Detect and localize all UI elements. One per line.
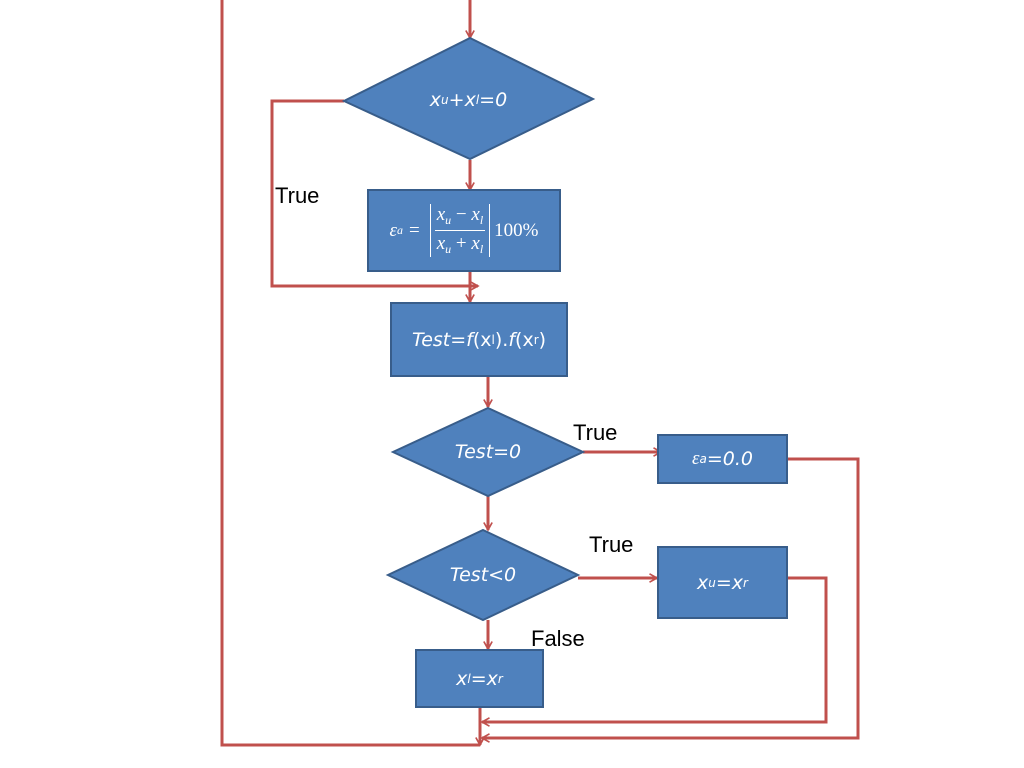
arrow-xu-return (482, 576, 828, 722)
label-true-d1: True (275, 183, 320, 208)
arrow-d1-true-bypass (270, 99, 478, 286)
arrow-ea-return (482, 457, 860, 738)
decision-xu-plus-xl (341, 36, 596, 161)
loop-back-line (220, 0, 480, 747)
process-ea-zero (657, 434, 788, 484)
label-true-d3: True (589, 532, 634, 557)
ea-numerator: xu − xl (434, 204, 486, 231)
process-xl-xr (415, 649, 544, 708)
decision-test-zero-text: Test=0 (454, 441, 522, 463)
process-test (390, 302, 568, 377)
label-true-d2: True (573, 420, 618, 445)
ea-denominator: xu + xl (436, 233, 484, 256)
decision-test-less-zero (385, 528, 581, 622)
label-false-d3: False (531, 626, 585, 651)
decision-test-zero (390, 406, 586, 498)
process-xu-xr (657, 546, 788, 619)
ea-fraction: xu − xl xu + xl (429, 204, 491, 257)
decision-test-less-zero-text: Test<0 (449, 564, 517, 586)
